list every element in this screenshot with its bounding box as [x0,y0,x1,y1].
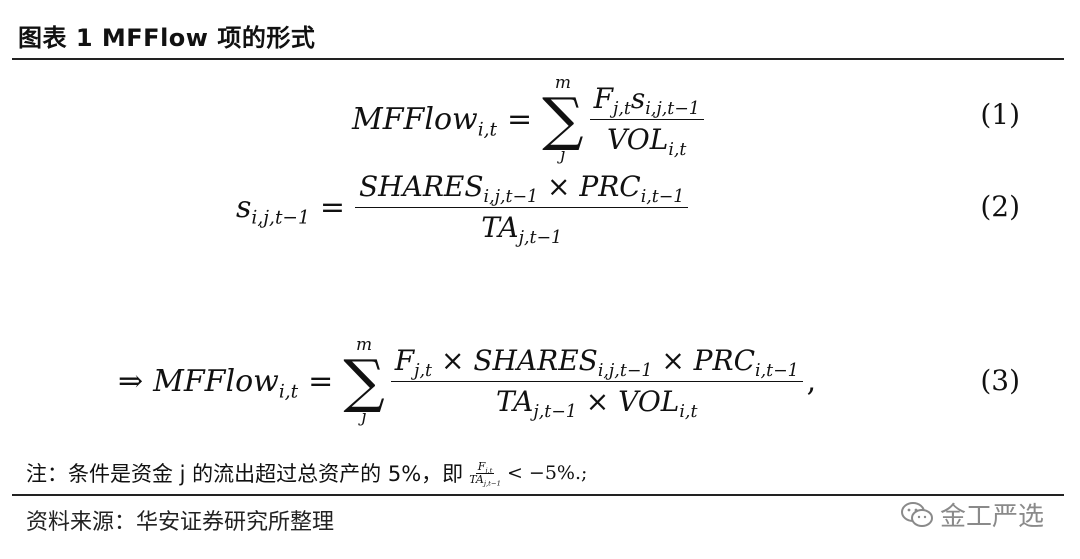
sigma-icon: ∑ [343,347,385,415]
eq2-numerator: SHARESi,j,t−1 × PRCi,t−1 [355,170,689,208]
eq2-lhs: si,j,t−1 [236,190,310,229]
eq1-number: (1) [980,98,1020,131]
sigma-icon: ∑ [542,85,584,153]
eq2-denominator: TAj,t−1 [481,211,563,249]
eq1-denominator: VOLi,t [607,122,687,160]
footnote: 注：条件是资金 j 的流出超过总资产的 5%，即 Fj,t TAj,t−1 < … [26,458,587,488]
figure-title: 图表 1 MFFlow 项的形式 [18,24,316,52]
eq1-lhs: MFFlowi,t [352,101,498,140]
eq3-lhs: MFFlowi,t [153,363,299,402]
eq3-numerator: Fj,t × SHARESi,j,t−1 × PRCi,t−1 [390,344,803,382]
footnote-frac-denominator: TAj,t−1 [469,472,501,487]
eq3-summation: m ∑ j [343,336,384,426]
wechat-icon [900,501,933,527]
footnote-text: 注：条件是资金 j 的流出超过总资产的 5%，即 [26,462,464,486]
eq2-fraction: SHARESi,j,t−1 × PRCi,t−1 TAj,t−1 [355,170,689,249]
eq3-denominator: TAj,t−1 × VOLi,t [495,384,698,422]
footnote-frac-numerator: Fj,t [475,459,495,474]
source-line: 资料来源：华安证券研究所整理 [26,510,335,535]
eq1-fraction: Fj,tsi,j,t−1 VOLi,t [589,82,704,160]
top-rule [12,58,1064,60]
footnote-tail: < −5%.; [506,462,588,484]
eq1-sum-top: m [554,73,571,93]
eq3-sum-bottom: j [361,407,367,427]
eq2-number: (2) [980,190,1020,223]
brand-name: 金工严选 [939,502,1044,532]
equation-3: ⇒ MFFlowi,t = m ∑ j Fj,t × SHARESi,j,t−1… [118,336,816,426]
brand-watermark: 金工严选 [900,496,1044,533]
eq3-equals: = [308,363,334,399]
eq3-fraction: Fj,t × SHARESi,j,t−1 × PRCi,t−1 TAj,t−1 … [390,344,803,422]
eq1-sum-bottom: j [560,145,566,165]
equation-2: si,j,t−1 = SHARESi,j,t−1 × PRCi,t−1 TAj,… [236,170,689,249]
equation-1: MFFlowi,t = m ∑ j Fj,tsi,j,t−1 VOLi,t [352,74,704,164]
eq1-summation: m ∑ j [542,74,583,164]
eq1-equals: = [507,101,533,137]
eq3-number: (3) [980,364,1020,397]
eq3-sum-top: m [355,335,373,355]
bottom-rule [12,494,1064,496]
eq2-equals: = [319,190,345,225]
footnote-fraction: Fj,t TAj,t−1 [467,459,503,487]
eq3-trailing-comma: , [806,363,817,399]
implies-icon: ⇒ [118,363,144,399]
eq1-numerator: Fj,tsi,j,t−1 [589,82,704,120]
